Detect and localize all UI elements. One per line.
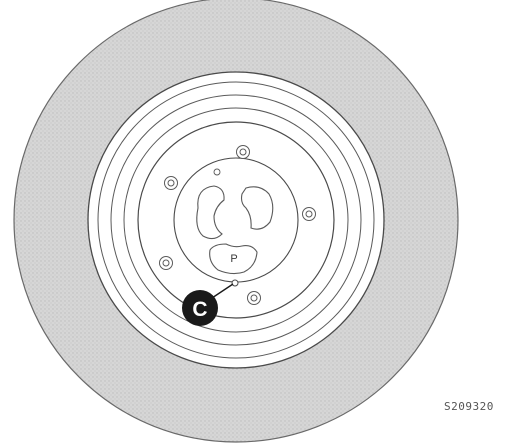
hub-cutout-right — [240, 186, 274, 230]
figure-code: S209320 — [444, 400, 494, 413]
valve-stem — [231, 279, 239, 287]
valve-letter: P — [230, 253, 237, 265]
rim-ring-2 — [110, 94, 362, 346]
wheel-bolt — [164, 176, 178, 190]
wheel-bolts — [159, 145, 316, 305]
hub-cutouts — [196, 185, 274, 275]
wheel-bolt — [302, 207, 316, 221]
wheel-bolt — [247, 291, 261, 305]
callout-leader — [211, 283, 234, 299]
hub-cutout-left — [196, 185, 225, 240]
rim-outer — [87, 71, 385, 369]
callout-badge — [182, 290, 218, 326]
hub-cutout-bottom — [209, 243, 258, 275]
wheel-bolt — [236, 145, 250, 159]
hub-mark — [213, 168, 221, 176]
rim-ring-1 — [97, 81, 375, 359]
wheel-bolt — [159, 256, 173, 270]
wheel-disc — [137, 121, 335, 319]
rim-ring-3 — [123, 107, 349, 333]
callout-label: C — [192, 298, 207, 321]
